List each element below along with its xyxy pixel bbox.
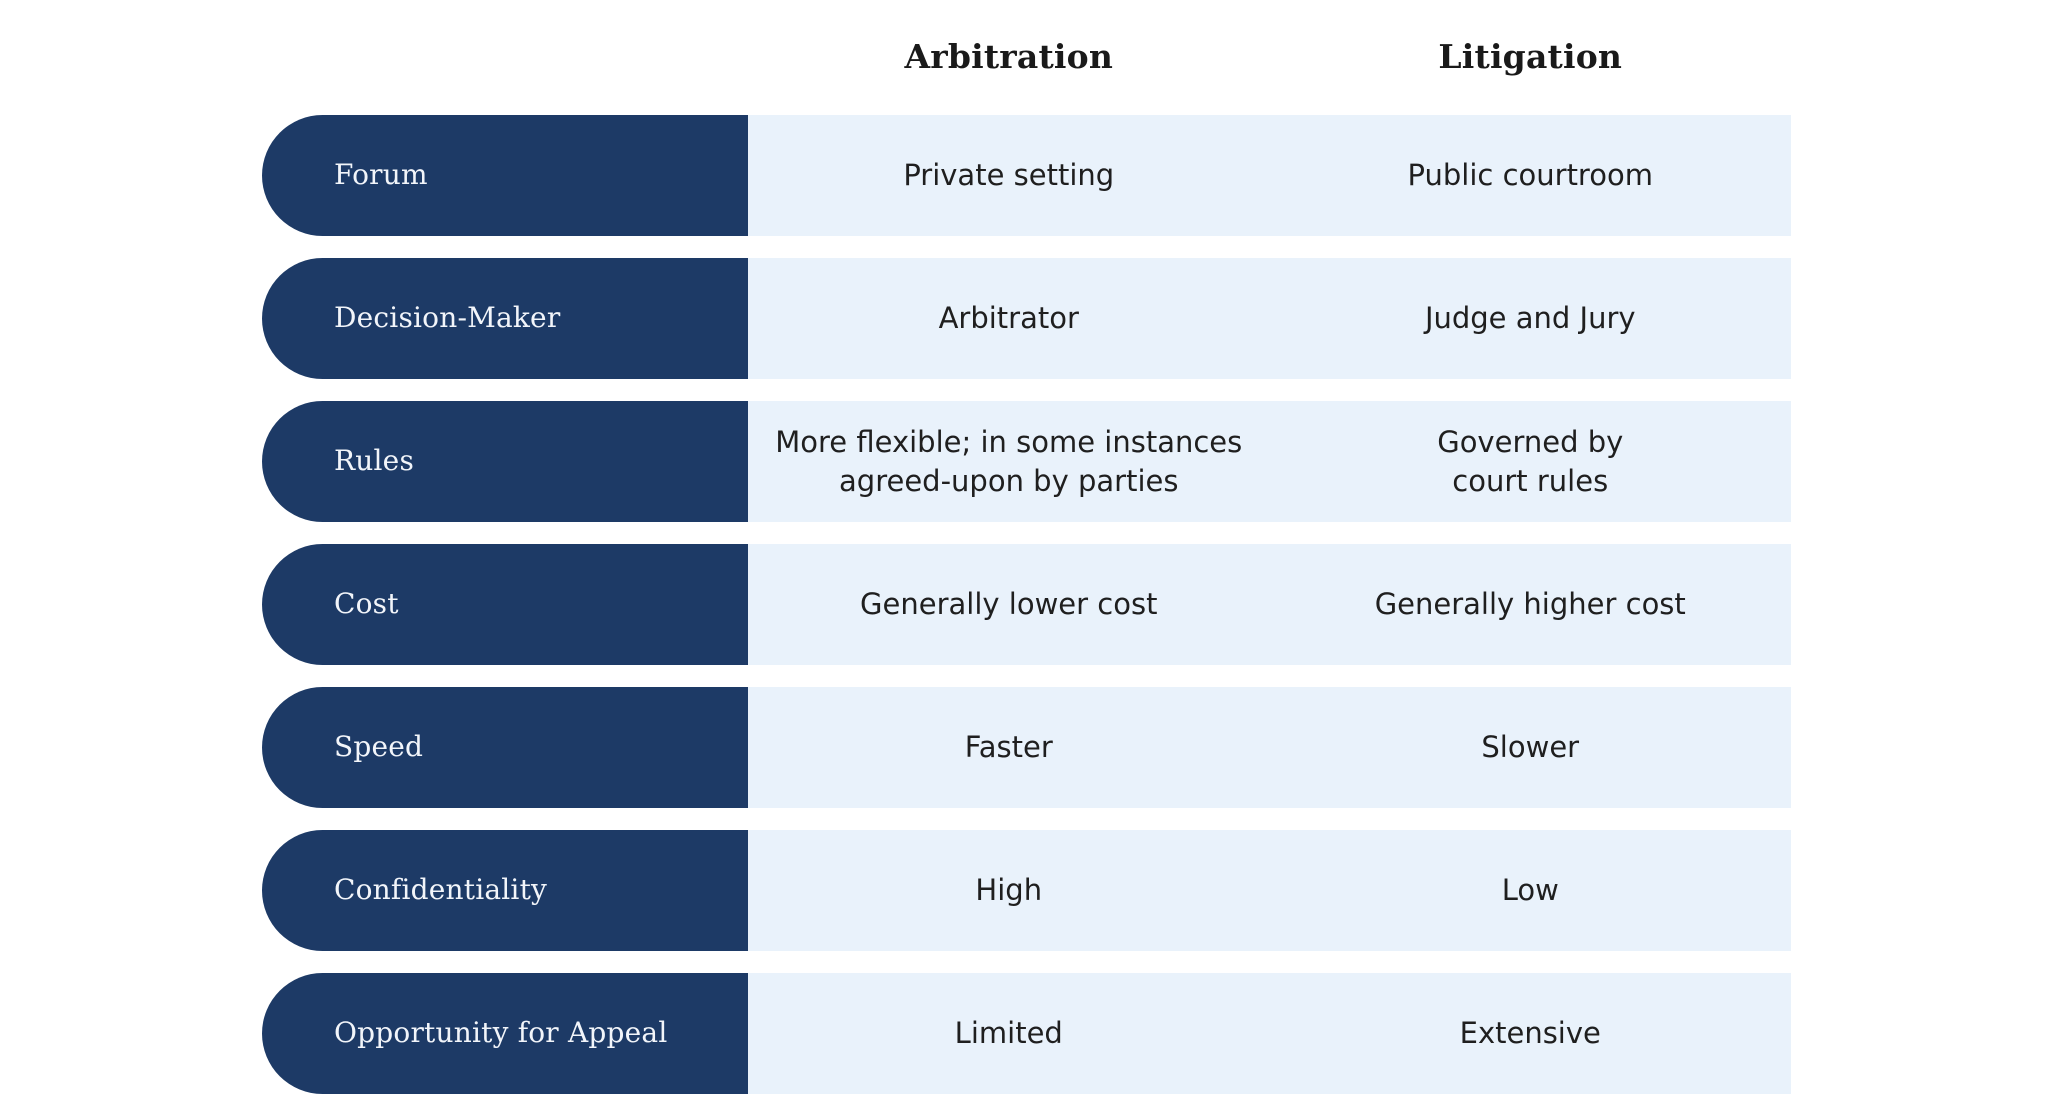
table-body: Forum Private setting Public courtroom D… (262, 115, 1791, 1094)
cell-arbitration: High (975, 873, 1043, 908)
row-label-text: Opportunity for Appeal (334, 1016, 668, 1050)
cell-litigation: Public courtroom (1407, 158, 1653, 193)
row-label-cost: Cost (262, 544, 748, 665)
row-values: Generally lower cost Generally higher co… (748, 544, 1791, 665)
row-label-text: Forum (334, 158, 428, 192)
row-label-text: Rules (334, 444, 415, 478)
row-label-speed: Speed (262, 687, 748, 808)
row-values: Arbitrator Judge and Jury (748, 258, 1791, 379)
table-header-row: Arbitration Litigation (262, 0, 1791, 115)
row-values: Limited Extensive (748, 973, 1791, 1094)
table-row: Cost Generally lower cost Generally high… (262, 544, 1791, 665)
row-values: High Low (748, 830, 1791, 951)
cell-litigation: Governed by court rules (1437, 425, 1624, 498)
cell-arbitration: Generally lower cost (860, 587, 1158, 622)
row-label-text: Decision-Maker (334, 301, 561, 335)
table-row: Opportunity for Appeal Limited Extensive (262, 973, 1791, 1094)
cell-arbitration: Limited (954, 1016, 1063, 1051)
table-row: Speed Faster Slower (262, 687, 1791, 808)
row-values: Faster Slower (748, 687, 1791, 808)
cell-litigation: Extensive (1459, 1016, 1601, 1051)
row-values: Private setting Public courtroom (748, 115, 1791, 236)
cell-arbitration: Private setting (903, 158, 1115, 193)
table-row: Forum Private setting Public courtroom (262, 115, 1791, 236)
table-row: Confidentiality High Low (262, 830, 1791, 951)
row-values: More flexible; in some instances agreed-… (748, 401, 1791, 522)
header-label-spacer (262, 0, 748, 115)
row-label-text: Cost (334, 587, 399, 621)
row-label-text: Speed (334, 730, 424, 764)
table-row: Decision-Maker Arbitrator Judge and Jury (262, 258, 1791, 379)
column-header-litigation: Litigation (1438, 37, 1623, 76)
row-label-decision-maker: Decision-Maker (262, 258, 748, 379)
row-label-opportunity-for-appeal: Opportunity for Appeal (262, 973, 748, 1094)
column-header-arbitration: Arbitration (904, 37, 1114, 76)
row-label-rules: Rules (262, 401, 748, 522)
row-label-text: Confidentiality (334, 873, 548, 907)
cell-litigation: Generally higher cost (1374, 587, 1686, 622)
row-label-confidentiality: Confidentiality (262, 830, 748, 951)
cell-arbitration: Faster (964, 730, 1053, 765)
cell-arbitration: More flexible; in some instances agreed-… (775, 425, 1243, 498)
cell-arbitration: Arbitrator (938, 301, 1079, 336)
row-label-forum: Forum (262, 115, 748, 236)
cell-litigation: Judge and Jury (1424, 301, 1636, 336)
cell-litigation: Low (1501, 873, 1559, 908)
table-row: Rules More flexible; in some instances a… (262, 401, 1791, 522)
cell-litigation: Slower (1481, 730, 1580, 765)
